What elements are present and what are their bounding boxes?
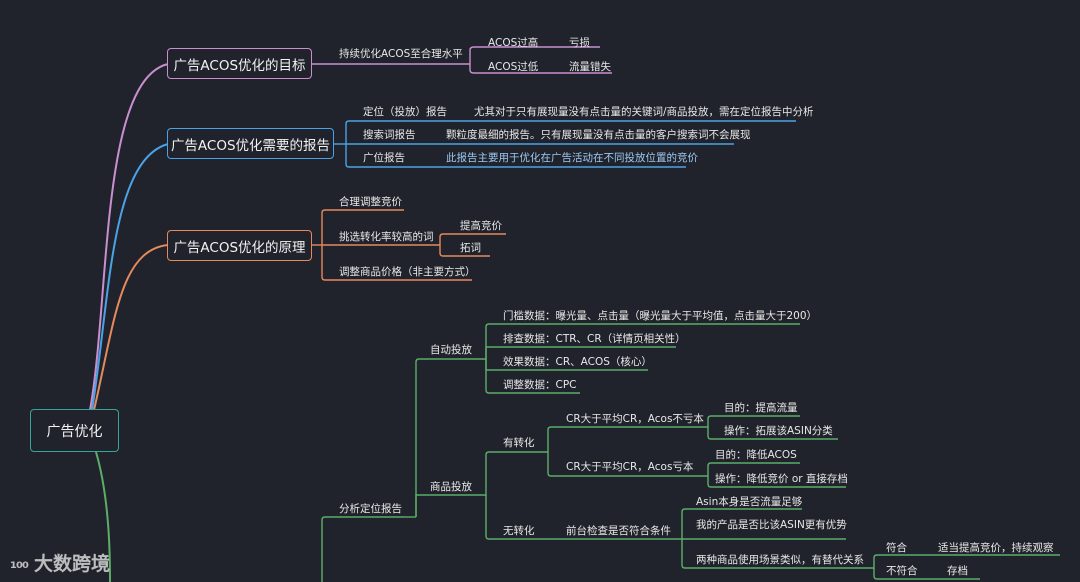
report-item-desc[interactable]: 颗粒度最细的报告。只有展现量没有点击量的客户搜索词不会展现 bbox=[446, 129, 751, 141]
analysis-title[interactable]: 分析定位报告 bbox=[339, 503, 402, 515]
converted-group-item[interactable]: 操作：降低竞价 or 直接存档 bbox=[715, 473, 848, 485]
converted-label[interactable]: 有转化 bbox=[503, 437, 535, 449]
report-item-label[interactable]: 广位报告 bbox=[363, 152, 405, 164]
principle-item[interactable]: 合理调整竞价 bbox=[339, 196, 402, 208]
fit-action[interactable]: 适当提高竞价，持续观察 bbox=[938, 542, 1054, 554]
auto-delivery-item[interactable]: 调整数据：CPC bbox=[503, 379, 577, 391]
unfit-action[interactable]: 存档 bbox=[947, 565, 968, 577]
auto-delivery-item[interactable]: 效果数据：CR、ACOS（核心） bbox=[503, 356, 652, 368]
branch-goal[interactable]: 广告ACOS优化的目标 bbox=[167, 48, 312, 79]
report-item-label[interactable]: 搜索词报告 bbox=[363, 129, 416, 141]
unfit-label[interactable]: 不符合 bbox=[886, 565, 918, 577]
branch-principle[interactable]: 广告ACOS优化的原理 bbox=[167, 230, 312, 261]
unconverted-item[interactable]: Asin本身是否流量足够 bbox=[696, 496, 803, 508]
converted-group-label[interactable]: CR大于平均CR，Acos亏本 bbox=[566, 461, 694, 473]
product-delivery-label[interactable]: 商品投放 bbox=[430, 481, 472, 493]
branch-reports[interactable]: 广告ACOS优化需要的报告 bbox=[167, 128, 334, 159]
root-node[interactable]: 广告优化 bbox=[30, 409, 119, 452]
report-item-desc[interactable]: 此报告主要用于优化在广告活动在不同投放位置的竞价 bbox=[446, 152, 698, 164]
auto-delivery-item[interactable]: 门槛数据：曝光量、点击量（曝光量大于平均值，点击量大于200） bbox=[503, 310, 818, 322]
converted-group-label[interactable]: CR大于平均CR，Acos不亏本 bbox=[566, 413, 704, 425]
unconverted-item[interactable]: 我的产品是否比该ASIN更有优势 bbox=[696, 519, 847, 531]
unconverted-label[interactable]: 无转化 bbox=[503, 525, 535, 537]
watermark: ₁₀₀ 大数跨境 bbox=[10, 549, 110, 576]
watermark-logo-icon: ₁₀₀ bbox=[10, 553, 29, 572]
auto-delivery-label[interactable]: 自动投放 bbox=[430, 344, 472, 356]
converted-group-item[interactable]: 操作：拓展该ASIN分类 bbox=[724, 425, 833, 437]
principle-item[interactable]: 挑选转化率较高的词 bbox=[339, 231, 434, 243]
auto-delivery-item[interactable]: 排查数据：CTR、CR（详情页相关性） bbox=[503, 333, 686, 345]
converted-group-item[interactable]: 目的：提高流量 bbox=[724, 402, 798, 414]
converted-group-item[interactable]: 目的：降低ACOS bbox=[715, 449, 797, 461]
unconverted-item[interactable]: 两种商品使用场景类似，有替代关系 bbox=[696, 554, 864, 566]
goal-item-label[interactable]: ACOS过低 bbox=[488, 61, 539, 73]
unconverted-check[interactable]: 前台检查是否符合条件 bbox=[566, 525, 671, 537]
goal-subtopic[interactable]: 持续优化ACOS至合理水平 bbox=[339, 48, 463, 60]
fit-label[interactable]: 符合 bbox=[886, 542, 907, 554]
principle-item[interactable]: 调整商品价格（非主要方式） bbox=[339, 266, 476, 278]
goal-item-result[interactable]: 亏损 bbox=[569, 37, 590, 49]
principle-subitem[interactable]: 拓词 bbox=[460, 242, 481, 254]
goal-item-result[interactable]: 流量错失 bbox=[569, 61, 611, 73]
report-item-label[interactable]: 定位（投放）报告 bbox=[363, 106, 447, 118]
watermark-text: 大数跨境 bbox=[34, 553, 111, 575]
principle-subitem[interactable]: 提高竞价 bbox=[460, 220, 502, 232]
report-item-desc[interactable]: 尤其对于只有展现量没有点击量的关键词/商品投放，需在定位报告中分析 bbox=[474, 106, 814, 118]
goal-item-label[interactable]: ACOS过高 bbox=[488, 37, 539, 49]
